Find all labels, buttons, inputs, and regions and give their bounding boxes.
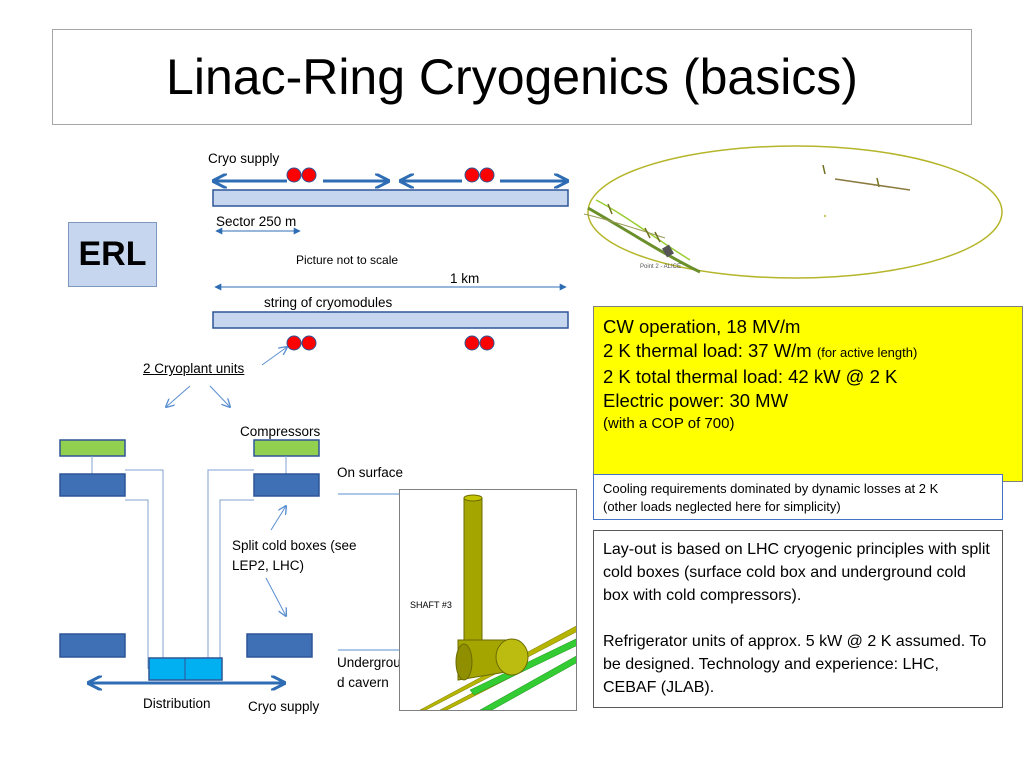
ring-ellipse — [587, 145, 1003, 279]
on-surface-label: On surface — [337, 465, 404, 480]
spec-line-3: 2 K total thermal load: 42 kW @ 2 K — [603, 366, 898, 387]
right-underground-coldbox — [246, 633, 313, 658]
underground-line2: d cavern — [337, 675, 389, 690]
shaft-illustration — [419, 494, 579, 711]
string-label: string of cryomodules — [264, 295, 393, 310]
spec-box: CW operation, 18 MV/m 2 K thermal load: … — [593, 306, 1023, 482]
spec-line-1: CW operation, 18 MV/m — [603, 316, 801, 337]
ring-sketch — [583, 145, 1003, 279]
erl-badge: ERL — [68, 222, 157, 287]
shaft-label: SHAFT #3 — [410, 600, 452, 610]
left-compressor — [59, 439, 126, 457]
distribution-label: Distribution — [143, 696, 211, 711]
bottom-cryo-dots — [286, 335, 495, 351]
cryo-supply-top-label: Cryo supply — [208, 151, 280, 166]
split-cold-boxes-line2: LEP2, LHC) — [232, 558, 305, 573]
split-up-arrow — [270, 506, 286, 531]
compressors-label: Compressors — [240, 424, 321, 439]
bottom-linac-bar — [212, 311, 569, 329]
underground-line1: Undergroun — [337, 655, 409, 670]
top-cryo-dots — [286, 167, 495, 183]
distribution-box — [148, 657, 223, 681]
spec-line-2-note: (for active length) — [816, 345, 918, 360]
spec-line-2: 2 K thermal load: 37 W/m (for active len… — [603, 339, 1013, 365]
scale-note: Picture not to scale — [296, 253, 399, 267]
linac-injection-line — [587, 206, 701, 274]
slide-title: Linac-Ring Cryogenics (basics) — [166, 49, 858, 105]
title-box: Linac-Ring Cryogenics (basics) — [52, 29, 972, 125]
cooling-note-box: Cooling requirements dominated by dynami… — [593, 474, 1003, 520]
spec-line-4: Electric power: 30 MW — [603, 390, 789, 411]
left-cryoplant — [59, 439, 164, 669]
ring-point-label: Point 2 - ALICE — [640, 264, 682, 270]
left-surface-coldbox — [59, 473, 126, 497]
cryoplant-right-arrow — [209, 385, 230, 407]
layout-note-para1: Lay-out is based on LHC cryogenic princi… — [603, 541, 990, 604]
cooling-note-line2: (other loads neglected here for simplici… — [603, 499, 841, 514]
split-down-arrow — [265, 577, 286, 616]
cryoplant-pointer-arrow — [261, 347, 287, 366]
right-compressor — [253, 439, 320, 457]
cryoplant-label: 2 Cryoplant units — [143, 361, 245, 376]
km-label: 1 km — [450, 271, 480, 286]
shaft-panel: SHAFT #3 — [399, 489, 579, 711]
spec-line-5: (with a COP of 700) — [603, 415, 735, 432]
sector-label: Sector 250 m — [216, 214, 297, 229]
left-underground-coldbox — [59, 633, 126, 658]
spec-line-2-main: 2 K thermal load: 37 W/m — [603, 340, 817, 361]
right-surface-coldbox — [253, 473, 320, 497]
right-cryoplant — [207, 439, 320, 669]
erl-label: ERL — [78, 235, 147, 273]
layout-note-para2: Refrigerator units of approx. 5 kW @ 2 K… — [603, 633, 987, 696]
cryo-supply-bottom-label: Cryo supply — [248, 699, 320, 714]
cryoplant-left-arrow — [166, 385, 191, 407]
layout-note-box: Lay-out is based on LHC cryogenic princi… — [593, 530, 1003, 708]
cooling-note-line1: Cooling requirements dominated by dynami… — [603, 481, 939, 496]
split-cold-boxes-line1: Split cold boxes (see — [232, 538, 357, 553]
top-linac-bar — [212, 189, 569, 207]
